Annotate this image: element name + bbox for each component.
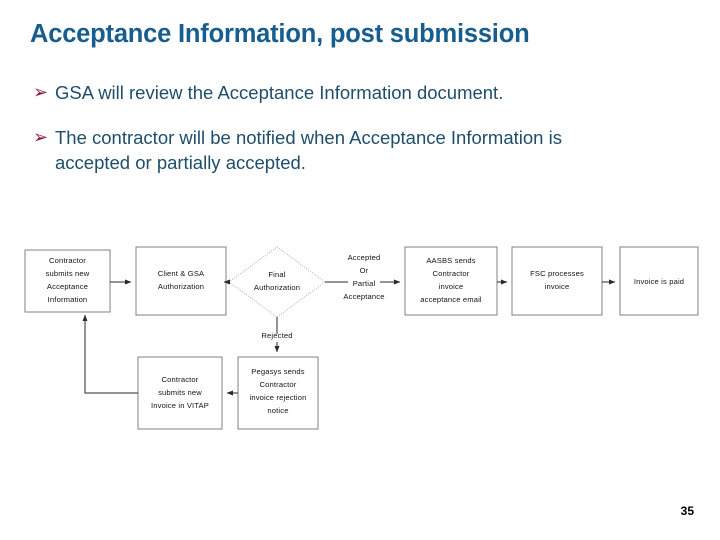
edge-label-line: Acceptance (343, 292, 384, 301)
list-item: ➢ The contractor will be notified when A… (33, 125, 633, 175)
flow-node-aasbs-sends-email: AASBS sends Contractor invoice acceptanc… (404, 246, 498, 316)
list-item-text: The contractor will be notified when Acc… (55, 127, 562, 173)
list-item-text: GSA will review the Acceptance Informati… (55, 82, 504, 103)
flow-node-line: invoice (439, 282, 464, 291)
flow-node-client-gsa-authorization: Client & GSA Authorization (135, 246, 227, 316)
flow-node-line: Contractor (49, 256, 86, 265)
edge-label-line: Partial (353, 279, 376, 288)
flow-node-line: invoice (545, 282, 570, 291)
flow-node-contractor-submits-acceptance: Contractor submits new Acceptance Inform… (24, 249, 111, 313)
page-title: Acceptance Information, post submission (30, 20, 530, 48)
flow-node-fsc-processes-invoice: FSC processes invoice (511, 246, 603, 316)
flow-edge-label-rejected: Rejected (261, 331, 292, 340)
flow-node-line: Client & GSA (158, 269, 205, 278)
flow-node-line: invoice rejection (249, 393, 306, 402)
flow-node-line: notice (267, 406, 288, 415)
edge-label-line: Rejected (261, 331, 292, 340)
bullet-list: ➢ GSA will review the Acceptance Informa… (33, 80, 633, 195)
flow-node-line: submits new (46, 269, 90, 278)
flow-node-line: Contractor (433, 269, 470, 278)
flow-node-final-authorization: Final Authorization (228, 246, 326, 318)
flow-node-pegasys-sends-rejection: Pegasys sends Contractor invoice rejecti… (237, 356, 319, 430)
flow-edge-label-accepted: Accepted Or Partial Acceptance (343, 253, 384, 301)
flow-node-line: Final (268, 270, 285, 279)
flow-node-line: Contractor (162, 375, 199, 384)
flow-node-line: Contractor (260, 380, 297, 389)
flow-node-line: Acceptance (47, 282, 88, 291)
flow-connectors (82, 279, 616, 396)
flow-node-line: Invoice in VITAP (151, 401, 209, 410)
arrowhead-bullet-icon: ➢ (33, 82, 49, 103)
page-number: 35 (680, 504, 694, 518)
flow-node-line: Authorization (158, 282, 204, 291)
flow-feedback-line (84, 322, 138, 394)
flow-node-invoice-is-paid: Invoice is paid (619, 246, 699, 316)
flow-node-line: submits new (158, 388, 202, 397)
arrowhead-bullet-icon: ➢ (33, 127, 49, 148)
flow-node-line: Authorization (254, 283, 300, 292)
flow-node-contractor-submits-invoice: Contractor submits new Invoice in VITAP (137, 356, 223, 430)
list-item: ➢ GSA will review the Acceptance Informa… (33, 80, 633, 105)
flow-node-line: acceptance email (420, 295, 482, 304)
flow-node-line: FSC processes (530, 269, 584, 278)
flow-node-line: Information (48, 295, 88, 304)
flow-node-line: AASBS sends (426, 256, 475, 265)
edge-label-line: Accepted (348, 253, 381, 262)
flow-node-line: Invoice is paid (634, 277, 684, 286)
edge-label-line: Or (360, 266, 369, 275)
process-flow-diagram: Contractor submits new Acceptance Inform… (0, 232, 720, 447)
flow-node-line: Pegasys sends (251, 367, 305, 376)
